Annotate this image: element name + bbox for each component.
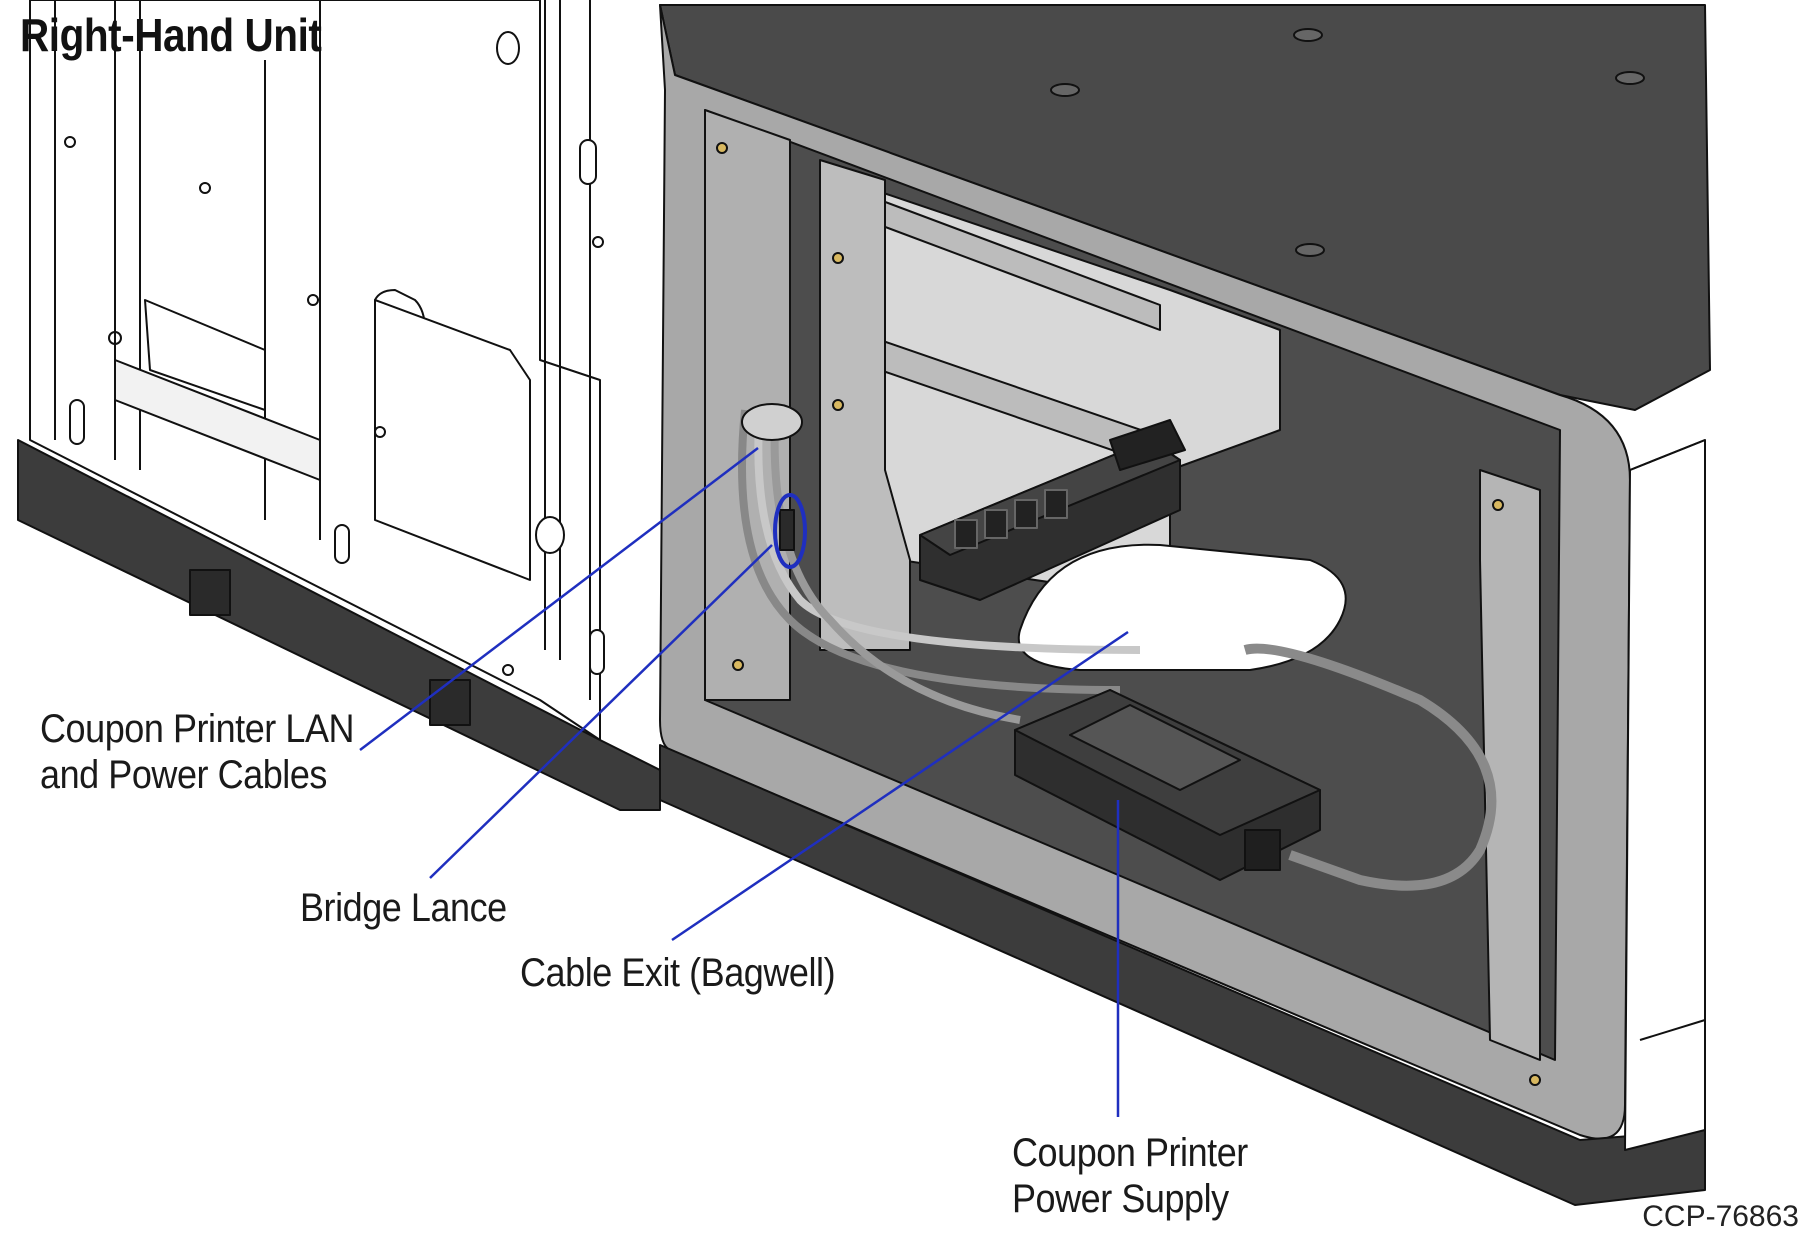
label-bridge-lance: Bridge Lance — [300, 886, 507, 930]
label-power-supply-line1: Coupon Printer — [1012, 1131, 1248, 1175]
cables — [738, 404, 1497, 891]
right-unit-base — [659, 744, 1706, 1206]
label-cable-exit: Cable Exit (Bagwell) — [520, 951, 836, 995]
leader-cable-exit — [671, 630, 1129, 942]
label-power-supply-line2: Power Supply — [1012, 1177, 1229, 1221]
label-lan-power-cables-line1: Coupon Printer LAN — [40, 707, 355, 751]
leader-bridge-lance — [429, 544, 773, 879]
bridge-lance-highlight — [773, 493, 807, 569]
label-lan-power-cables-line2: and Power Cables — [40, 753, 327, 797]
leader-lan-power — [359, 447, 759, 751]
left-unit-frame — [29, 0, 605, 741]
cable-exit-opening — [1017, 543, 1347, 671]
leader-lines — [359, 447, 1129, 1117]
figure-title: Right-Hand Unit — [20, 9, 322, 61]
figure-id: CCP-76863 — [1642, 1200, 1799, 1233]
left-unit-base — [17, 439, 661, 811]
